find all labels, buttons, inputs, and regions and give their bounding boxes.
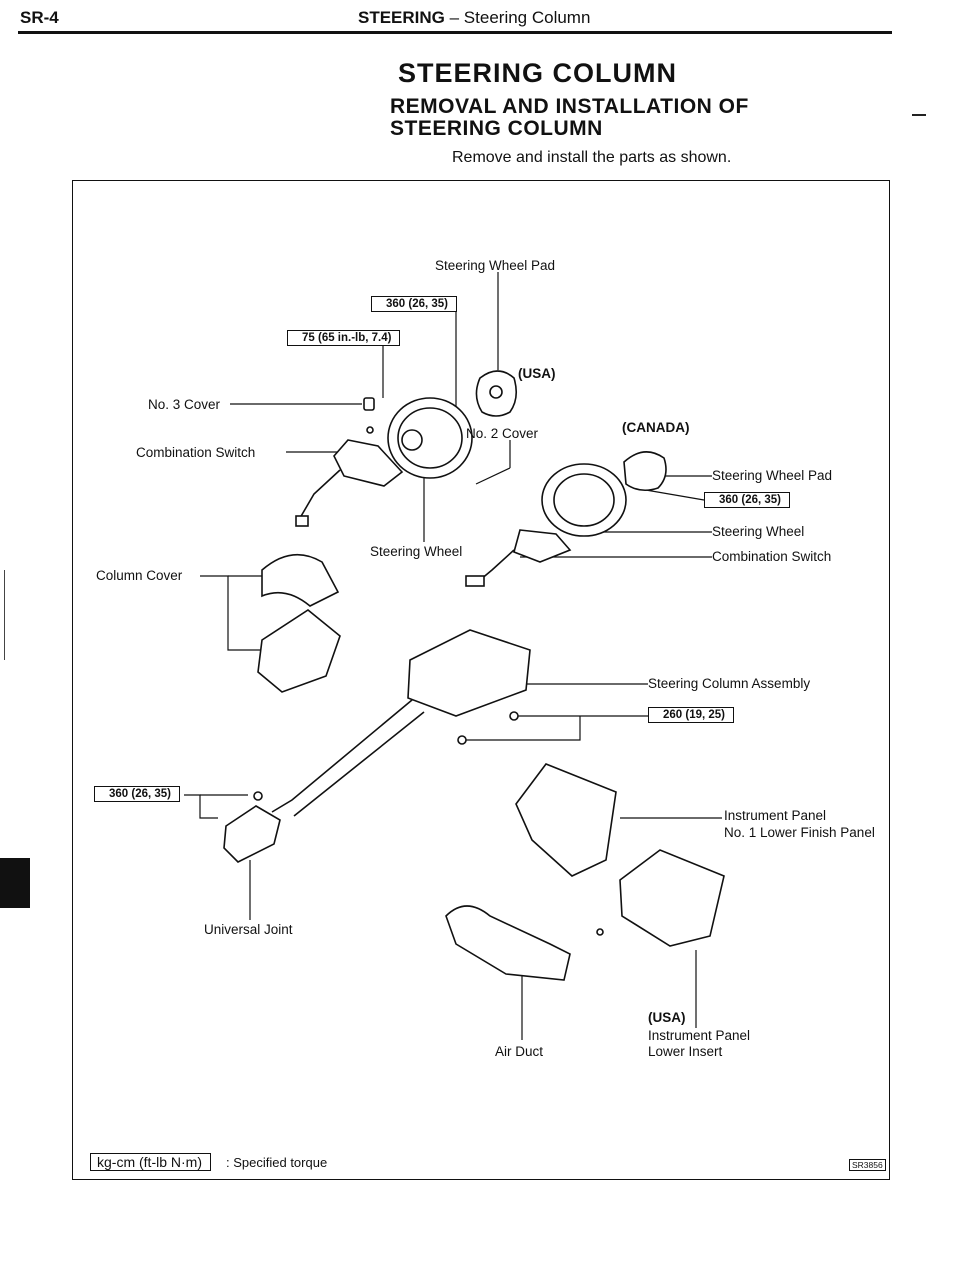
bolt-icon: [509, 711, 519, 721]
diagram-frame: [72, 180, 890, 1180]
figure-reference: SR3856: [849, 1159, 886, 1171]
subsection-name: – Steering Column: [444, 8, 591, 27]
universal-joint-shape: [223, 805, 281, 863]
label-usa: (USA): [518, 366, 556, 381]
screw-icon: [596, 928, 604, 936]
lower-finish-panel-shape: [515, 763, 617, 877]
label-lower-insert-line2: Lower Insert: [648, 1044, 723, 1059]
label-usa-bottom: (USA): [648, 1010, 686, 1025]
torque-box-pad-canada: 360 (26, 35): [704, 492, 791, 508]
torque-box-column-assembly: 260 (19, 25): [648, 707, 735, 723]
label-no3-cover: No. 3 Cover: [148, 397, 221, 412]
label-column-cover: Column Cover: [96, 568, 183, 583]
page-subtitle: REMOVAL AND INSTALLATION OF STEERING COL…: [390, 96, 749, 140]
left-combination-switch: [333, 439, 404, 487]
subtitle-line-1: REMOVAL AND INSTALLATION OF: [390, 95, 749, 118]
legend-description: : Specified torque: [226, 1155, 328, 1170]
legend-unit-box: kg-cm (ft-lb N·m): [90, 1153, 211, 1171]
label-air-duct: Air Duct: [495, 1044, 544, 1059]
bolt-icon-2: [457, 735, 467, 745]
column-cover-upper: [261, 553, 340, 607]
section-name: STEERING: [358, 8, 445, 27]
label-steering-wheel-right: Steering Wheel: [712, 524, 805, 539]
torque-box-universal-joint: 360 (26, 35): [94, 786, 181, 802]
margin-rule: [4, 570, 5, 660]
label-steering-column-assembly: Steering Column Assembly: [648, 676, 811, 691]
leader-torque-uj: [184, 794, 218, 819]
canada-pad-shape: [623, 451, 667, 492]
label-steering-wheel-pad-right: Steering Wheel Pad: [712, 468, 833, 483]
steering-column-body: [407, 629, 531, 717]
torque-box-pad-top: 360 (26, 35): [371, 296, 458, 312]
label-instrument-panel-no1-line1: Instrument Panel: [724, 808, 827, 823]
leader-torque-pad-canada: [639, 488, 705, 501]
label-lower-insert-line1: Instrument Panel: [648, 1028, 751, 1043]
bolt-icon-3: [253, 791, 263, 801]
header-rule: [18, 31, 892, 34]
torque-box-no3-cover: 75 (65 in.-lb, 7.4): [287, 330, 401, 346]
column-cover-lower: [257, 609, 341, 693]
lower-insert-shape: [619, 849, 725, 947]
margin-dash: [912, 114, 926, 116]
label-universal-joint: Universal Joint: [204, 922, 293, 937]
instruction-text: Remove and install the parts as shown.: [452, 149, 732, 166]
label-combination-switch-right: Combination Switch: [712, 549, 832, 564]
label-steering-wheel-center: Steering Wheel: [370, 544, 463, 559]
page-title: STEERING COLUMN: [398, 58, 678, 88]
page-code: SR-4: [20, 8, 59, 27]
right-combination-switch: [513, 529, 572, 563]
label-steering-wheel-pad-top: Steering Wheel Pad: [435, 258, 556, 273]
section-heading: STEERING – Steering Column: [358, 8, 590, 28]
subtitle-line-2: STEERING COLUMN: [390, 117, 603, 140]
label-combination-switch-left: Combination Switch: [136, 445, 256, 460]
steering-shaft: [271, 699, 413, 813]
label-instrument-panel-no1-line2: No. 1 Lower Finish Panel: [724, 825, 875, 840]
air-duct-shape: [445, 905, 571, 981]
label-no2-cover: No. 2 Cover: [466, 426, 539, 441]
no3-cover-part: [363, 397, 375, 411]
section-tab-marker: [0, 858, 30, 908]
label-canada: (CANADA): [622, 420, 690, 435]
leader-column-cover: [200, 575, 268, 651]
